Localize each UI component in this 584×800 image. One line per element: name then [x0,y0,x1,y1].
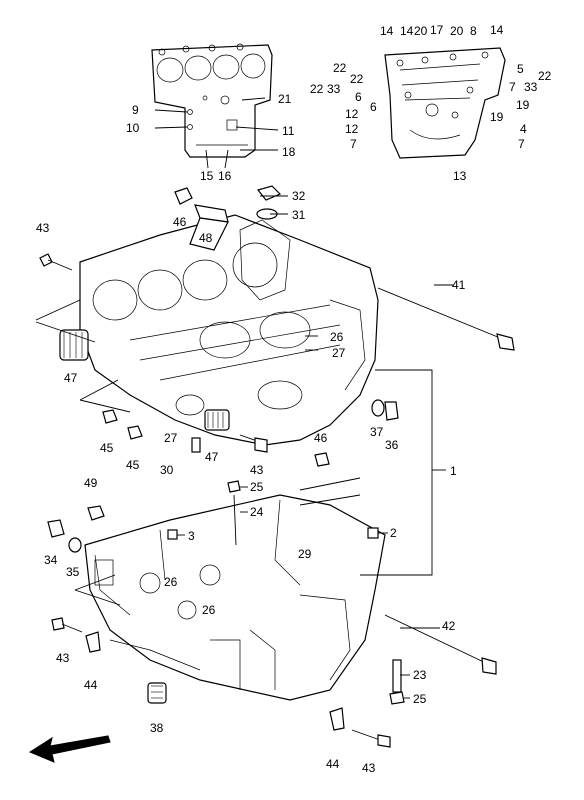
callout-label: 43 [362,761,376,775]
callout-label: 7 [509,80,516,94]
callout-label: 26 [330,330,344,344]
callout-label: 38 [150,721,164,735]
callout-label: 6 [355,90,362,104]
callout-label: 10 [126,121,140,135]
callout-label: 20 [414,24,428,38]
callout-label: 25 [250,480,264,494]
callout-label: 12 [345,122,359,136]
callout-label: 34 [44,553,58,567]
callout-label: 43 [36,221,50,235]
callout-label: 27 [164,431,178,445]
callout-label: 11 [282,124,295,138]
callout-label: 19 [516,98,530,112]
callout-label: 13 [453,169,467,183]
callout-label: 48 [199,231,213,245]
callout-label: 5 [517,62,524,76]
callout-label: 22 [350,72,364,86]
callout-label: 44 [84,678,98,692]
callout-label: 24 [250,505,264,519]
callout-label: 9 [132,103,139,117]
callout-label: 29 [298,547,312,561]
callout-label: 7 [518,137,525,151]
callout-label: 17 [430,23,444,37]
lower-case-top-view-inset [384,47,506,159]
callout-label: 49 [84,476,98,490]
callout-label: 41 [452,278,466,292]
callout-label: 2 [390,526,397,540]
callout-label: 33 [327,82,341,96]
callout-label: 35 [66,565,80,579]
callout-label: 18 [282,145,296,159]
callout-label: 45 [126,458,140,472]
front-direction-arrow-icon [28,735,111,763]
callout-label: 27 [332,346,346,360]
callout-label: 22 [310,82,324,96]
callout-label: 12 [345,107,359,121]
callout-label: 47 [205,450,219,464]
callout-label: 44 [326,757,340,771]
callout-label: 19 [490,110,504,124]
callout-label: 47 [64,371,78,385]
callout-labels: 14 14 20 17 20 8 14 5 22 22 22 22 33 33 … [36,23,552,775]
callout-label: 4 [520,122,527,136]
callout-label: 15 [200,169,214,183]
callout-label: 8 [470,24,477,38]
callout-label: 31 [292,208,306,222]
callout-label: 20 [450,24,464,38]
callout-label: 1 [450,464,457,478]
callout-label: 43 [56,651,70,665]
callout-label: 32 [292,189,306,203]
callout-label: 22 [333,61,347,75]
callout-label: 43 [250,463,264,477]
callout-label: 45 [100,441,114,455]
callout-label: 33 [524,80,538,94]
callout-label: 14 [400,24,414,38]
callout-label: 37 [370,425,384,439]
callout-label: 26 [164,575,178,589]
upper-case-top-view-inset [151,43,273,158]
callout-label: 42 [442,619,456,633]
callout-label: 22 [538,69,552,83]
upper-crankcase [79,214,379,446]
callout-label: 14 [490,23,504,37]
callout-label: 36 [385,438,399,452]
small-parts [39,185,515,748]
callout-label: 25 [413,692,427,706]
callout-label: 23 [413,668,427,682]
callout-label: 6 [370,100,377,114]
callout-label: 46 [173,215,187,229]
callout-label: 30 [160,463,174,477]
leader-lines [35,97,454,699]
callout-label: 21 [278,92,292,106]
callout-label: 46 [314,431,328,445]
callout-label: 16 [218,169,232,183]
callout-label: 14 [380,24,394,38]
callout-label: 26 [202,603,216,617]
lower-crankcase [84,494,386,701]
callout-label: 3 [188,529,195,543]
callout-label: 7 [350,137,357,151]
